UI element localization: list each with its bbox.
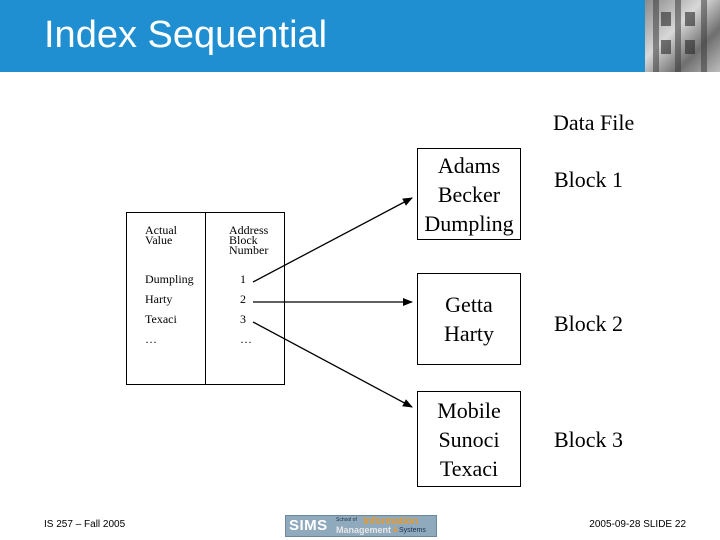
- arrow-to-block-1: [252, 197, 413, 283]
- index-table: Actual Value Address Block Number Dumpli…: [126, 212, 285, 385]
- data-block-3: Mobile Sunoci Texaci: [417, 391, 521, 487]
- sims-logo-systems: Systems: [399, 527, 426, 534]
- footer-course: IS 257 – Fall 2005: [44, 519, 126, 530]
- index-row-1-block: 1: [240, 272, 246, 286]
- sims-logo-school-of: School of: [336, 517, 357, 523]
- sims-logo-main: SIMS: [289, 517, 328, 534]
- data-file-label: Data File: [553, 110, 635, 135]
- sims-logo-information: Information: [363, 516, 418, 527]
- sims-logo-management: Management: [336, 525, 392, 535]
- index-row-4-block: …: [240, 332, 252, 346]
- index-row-3-value: Texaci: [145, 312, 177, 326]
- slide-header: Index Sequential: [0, 0, 720, 72]
- index-row-4-value: …: [145, 332, 157, 346]
- building-photo: [645, 0, 720, 72]
- block-3-label: Block 3: [554, 427, 624, 452]
- slide-title: Index Sequential: [44, 14, 328, 56]
- index-header-value: Actual Value: [145, 223, 177, 247]
- block-1-label: Block 1: [554, 167, 624, 192]
- footer-slide-number: 2005-09-28 SLIDE 22: [589, 519, 686, 530]
- index-row-2-value: Harty: [145, 292, 173, 306]
- arrow-to-block-3: [252, 321, 413, 408]
- data-block-2: Getta Harty: [417, 273, 521, 365]
- data-block-1: Adams Becker Dumpling: [417, 148, 521, 240]
- index-row-1-value: Dumpling: [145, 272, 194, 286]
- index-header-block: Address Block Number: [229, 223, 269, 257]
- index-row-3-block: 3: [240, 312, 246, 326]
- sims-logo-and: &: [393, 527, 399, 534]
- sims-logo: SIMS School of Information Management & …: [285, 515, 437, 537]
- index-column-divider: [205, 213, 206, 384]
- index-row-2-block: 2: [240, 292, 246, 306]
- block-2-label: Block 2: [554, 311, 624, 336]
